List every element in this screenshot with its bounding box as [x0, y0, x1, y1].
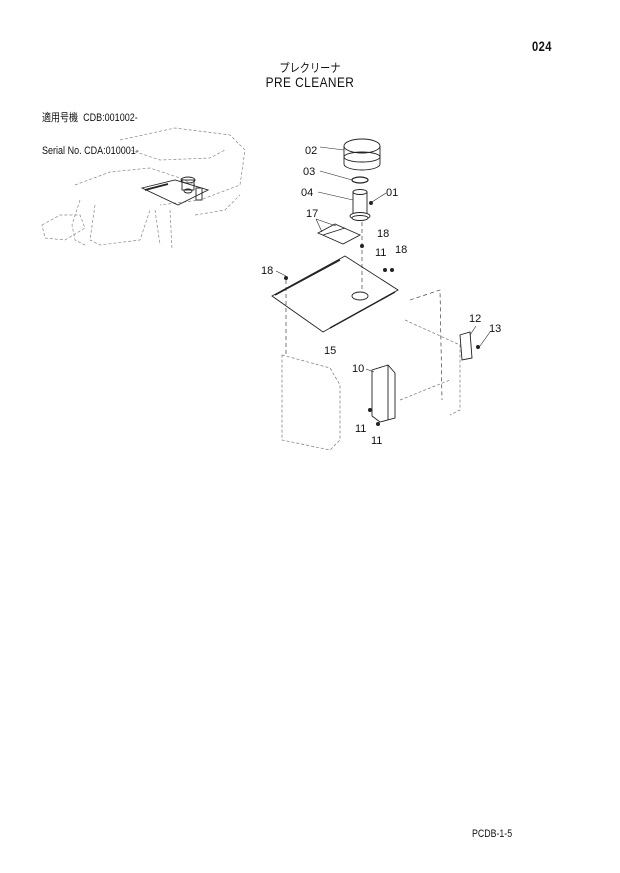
callout: 10	[352, 363, 364, 375]
serial-line-1: 適用号機 CDB:001002-	[42, 113, 139, 124]
floor-plate-15	[271, 255, 399, 333]
bracket-10	[371, 364, 396, 423]
callout: 18	[261, 265, 273, 277]
overview-highlight-plate	[140, 176, 210, 206]
leader-lines	[275, 146, 491, 373]
o-ring-icon	[351, 176, 369, 184]
pipe-icon	[349, 189, 373, 221]
callout: 03	[303, 166, 315, 178]
callout: 01	[386, 187, 398, 199]
plate-12	[459, 331, 473, 361]
title-english: PRE CLEANER	[265, 74, 355, 90]
callout-labels: 02 03 04 01 17 18 11 18 18 15 12 13 10 1…	[261, 145, 501, 447]
callout: 04	[301, 187, 313, 199]
callout: 12	[469, 313, 481, 325]
callout: 15	[324, 345, 336, 357]
callout: 18	[377, 228, 389, 240]
pre-cleaner-cap-icon	[343, 138, 381, 171]
callout: 02	[305, 145, 317, 157]
callout: 17	[306, 208, 318, 220]
callout: 11	[375, 247, 386, 259]
serial-label-jp: 適用号機	[42, 112, 79, 124]
callout: 13	[489, 323, 501, 335]
dash-lines	[285, 222, 443, 401]
footer-code: PCDB-1-5	[472, 828, 513, 840]
callout: 11	[355, 423, 366, 435]
callout: 18	[395, 244, 407, 256]
bolts	[284, 244, 480, 426]
serial-label-en: Serial No.	[42, 145, 82, 157]
title-japanese: プレクリーナ	[279, 61, 341, 75]
serial-applicability: 適用号機 CDB:001002- Serial No. CDA:010001-	[42, 91, 139, 168]
frame-structure	[281, 319, 461, 451]
cover-plate-17	[316, 223, 362, 245]
serial-value-cda: CDA:010001-	[84, 145, 139, 157]
callout: 11	[371, 435, 382, 447]
machine-overview-icon	[41, 127, 246, 251]
serial-line-2: Serial No. CDA:010001-	[42, 146, 139, 157]
page-number: 024	[532, 38, 552, 54]
serial-value-cdb: CDB:001002-	[83, 112, 138, 124]
